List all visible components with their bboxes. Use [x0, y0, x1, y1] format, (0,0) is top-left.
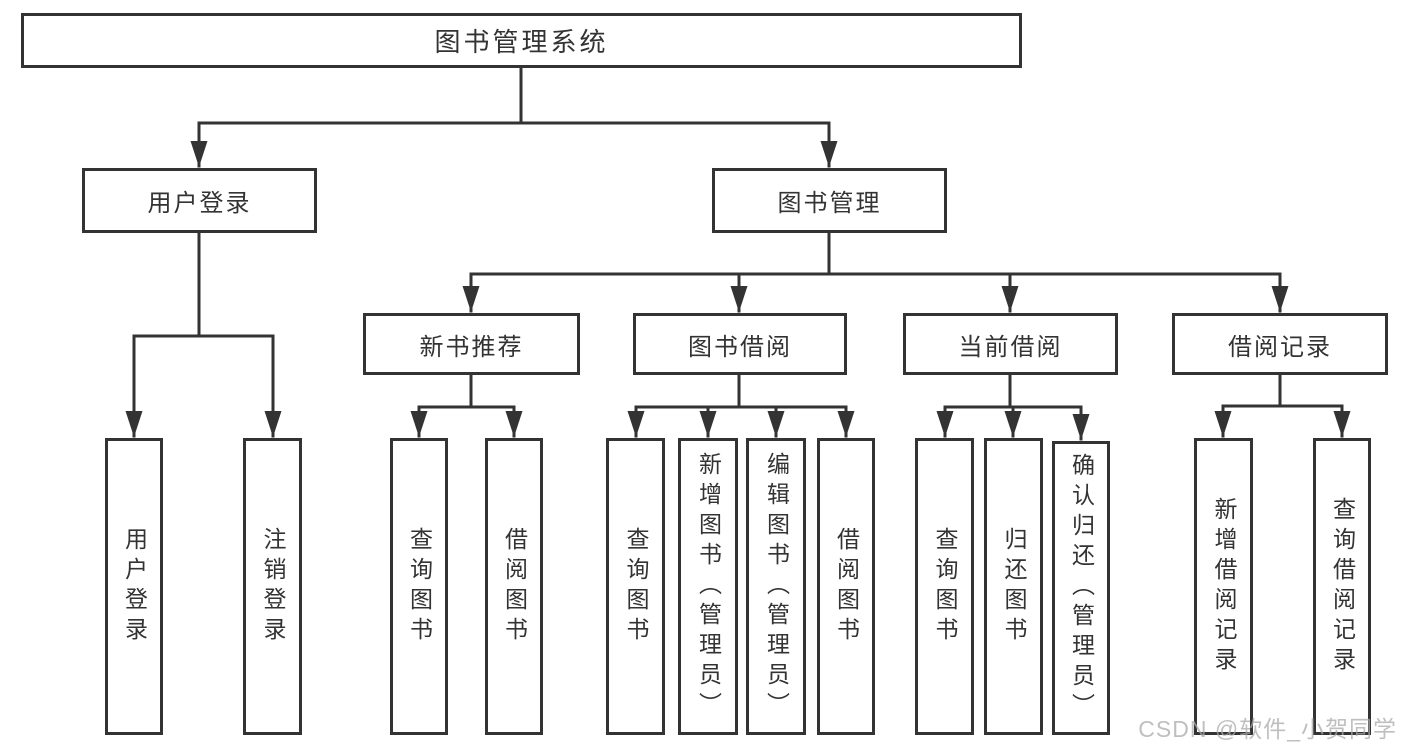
leaf-cb-query-books: 查询图书	[915, 438, 974, 735]
leaf-nb-borrow-books: 借阅图书	[485, 438, 543, 735]
node-borrow-record: 借阅记录	[1172, 313, 1388, 375]
leaf-bb-query-books: 查询图书	[606, 438, 665, 735]
leaf-cb-confirm-return-admin-label: 确认归还（管理员）	[1068, 453, 1095, 723]
leaf-bb-edit-books-admin: 编辑图书（管理员）	[746, 438, 806, 735]
leaf-bb-borrow-books: 借阅图书	[817, 438, 875, 735]
leaf-bb-add-books-admin-label: 新增图书（管理员）	[695, 451, 722, 722]
leaf-bb-add-books-admin: 新增图书（管理员）	[678, 438, 738, 735]
leaf-nb-query-books-label: 查询图书	[406, 526, 433, 647]
leaf-bb-edit-books-admin-label: 编辑图书（管理员）	[763, 451, 790, 722]
leaf-logout: 注销登录	[243, 438, 302, 735]
leaf-br-add-record-label: 新增借阅记录	[1211, 496, 1237, 677]
watermark: CSDN @软件_小贺同学	[1138, 716, 1397, 742]
node-book-borrow: 图书借阅	[633, 313, 847, 375]
node-book-management: 图书管理	[712, 168, 947, 233]
leaf-br-add-record: 新增借阅记录	[1194, 438, 1253, 735]
leaf-logout-label: 注销登录	[260, 526, 286, 647]
leaf-br-query-record-label: 查询借阅记录	[1329, 496, 1356, 677]
node-user-login: 用户登录	[82, 168, 317, 233]
leaf-nb-borrow-books-label: 借阅图书	[501, 526, 528, 647]
leaf-user-login-label: 用户登录	[121, 526, 148, 647]
leaf-cb-return-books: 归还图书	[984, 438, 1043, 735]
node-root-system: 图书管理系统	[21, 13, 1022, 68]
leaf-user-login: 用户登录	[105, 438, 163, 735]
leaf-cb-confirm-return-admin: 确认归还（管理员）	[1052, 441, 1110, 735]
leaf-br-query-record: 查询借阅记录	[1313, 438, 1371, 735]
leaf-cb-query-books-label: 查询图书	[932, 526, 958, 647]
node-current-borrow: 当前借阅	[903, 313, 1118, 375]
leaf-bb-borrow-books-label: 借阅图书	[833, 526, 860, 647]
node-new-book-recommend: 新书推荐	[363, 313, 580, 375]
leaf-nb-query-books: 查询图书	[390, 438, 448, 735]
leaf-bb-query-books-label: 查询图书	[623, 526, 649, 647]
leaf-cb-return-books-label: 归还图书	[1001, 526, 1027, 647]
